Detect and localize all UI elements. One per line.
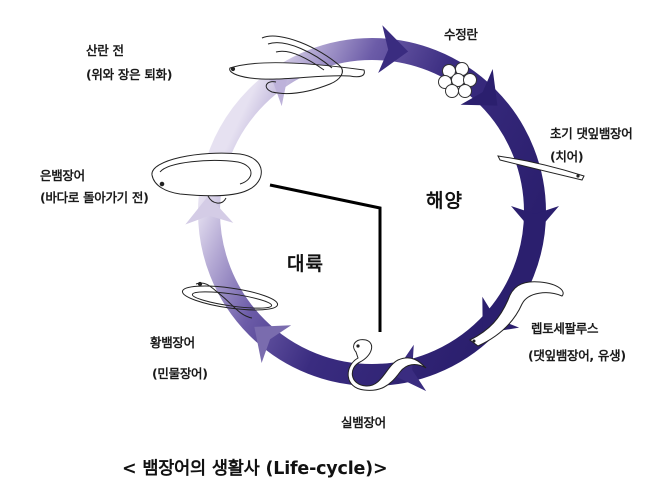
pre-spawning-eel-icon (229, 35, 365, 95)
fertilized-egg-icon (438, 62, 477, 98)
region-label-land: 대륙 (287, 253, 324, 275)
cycle-arrows (185, 25, 559, 392)
arrowhead-4 (392, 344, 427, 392)
arrowhead-5 (254, 325, 292, 364)
stage-label-pre-spawning: 산란 전 (86, 43, 124, 58)
arrowhead-0 (378, 25, 409, 74)
silver-eel-icon (151, 152, 262, 204)
stage-label-early-leptocephalus: 초기 댓잎뱀장어 (550, 126, 633, 141)
stage-label-yellow-eel: 황뱀장어 (150, 335, 195, 350)
stage-label-fertilized-egg: 수정란 (444, 27, 478, 42)
region-label-ocean: 해양 (426, 190, 463, 212)
stage-note-pre-spawning: (위와 장은 퇴화) (86, 67, 173, 82)
stage-label-silver-eel: 은뱀장어 (40, 168, 85, 183)
stage-note-leptocephalus: (댓잎뱀장어, 유생) (528, 348, 626, 363)
arrowhead-2 (511, 206, 559, 234)
ocean-land-boundary (269, 183, 382, 332)
yellow-eel-icon (181, 281, 279, 319)
stage-note-silver-eel: (바다로 돌아가기 전) (40, 190, 149, 205)
early-leptocephalus-icon (497, 155, 585, 181)
arrowhead-1 (460, 69, 498, 106)
glass-eel-icon (347, 339, 427, 391)
arrowhead-6 (185, 195, 234, 225)
stage-label-leptocephalus: 렙토세팔루스 (531, 321, 599, 336)
stage-label-glass-eel: 실뱀장어 (341, 415, 386, 430)
leptocephalus-icon (469, 281, 564, 347)
stage-note-early-leptocephalus: (치어) (550, 149, 584, 164)
stage-note-yellow-eel: (민물장어) (152, 366, 208, 381)
diagram-caption: < 뱀장어의 생활사 (Life-cycle)> (122, 459, 388, 479)
